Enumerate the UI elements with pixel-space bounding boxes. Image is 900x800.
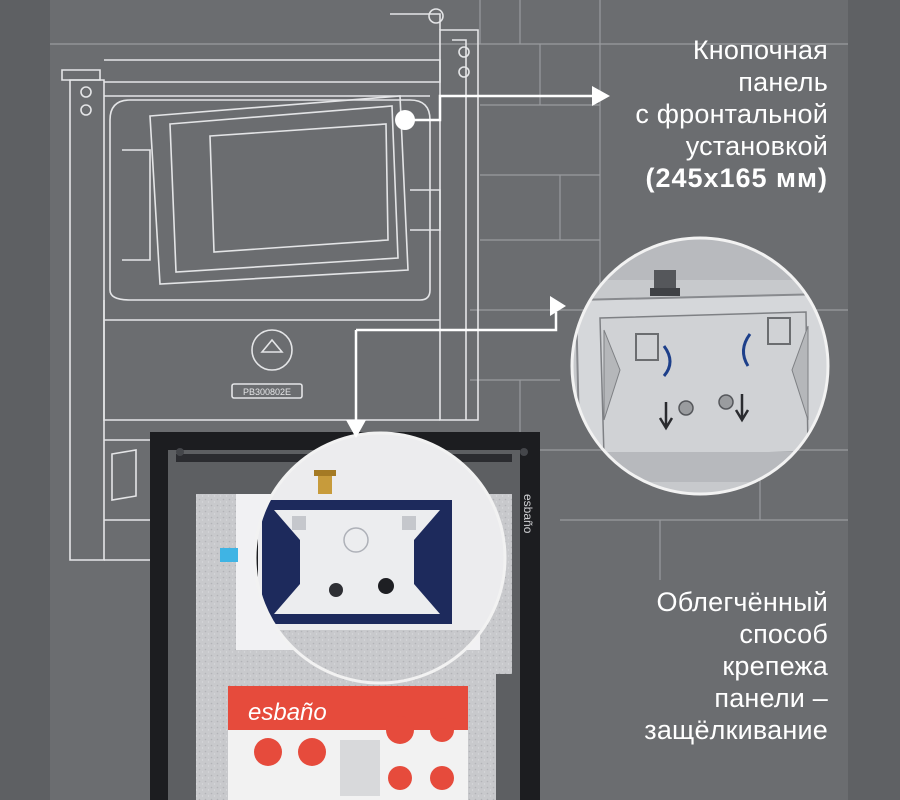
caption-bottom-line-4: панели –	[714, 683, 828, 713]
callout-pointers	[346, 86, 610, 438]
caption-top-line-3: с фронтальной	[635, 99, 828, 129]
caption-bottom: Облегчённый способ крепежа панели – защё…	[644, 586, 828, 746]
caption-top-size: (245x165 мм)	[645, 163, 828, 193]
caption-top: Кнопочная панель с фронтальной установко…	[635, 34, 828, 194]
zoom-circle-panel	[255, 433, 505, 683]
caption-top-line-1: Кнопочная	[692, 35, 828, 65]
caption-top-line-4: установкой	[685, 131, 828, 161]
caption-bottom-line-3: крепежа	[722, 651, 828, 681]
instruction-card	[228, 686, 468, 800]
frame-brand-logo: esbaño	[521, 494, 535, 534]
caption-bottom-line-5: защёлкивание	[644, 715, 828, 745]
card-brand-logo: esbaño	[248, 699, 327, 726]
caption-bottom-line-2: способ	[739, 619, 828, 649]
model-label: PB300802E	[243, 387, 291, 397]
caption-top-line-2: панель	[738, 67, 828, 97]
caption-bottom-line-1: Облегчённый	[656, 587, 828, 617]
frame-line-drawing	[61, 8, 481, 561]
